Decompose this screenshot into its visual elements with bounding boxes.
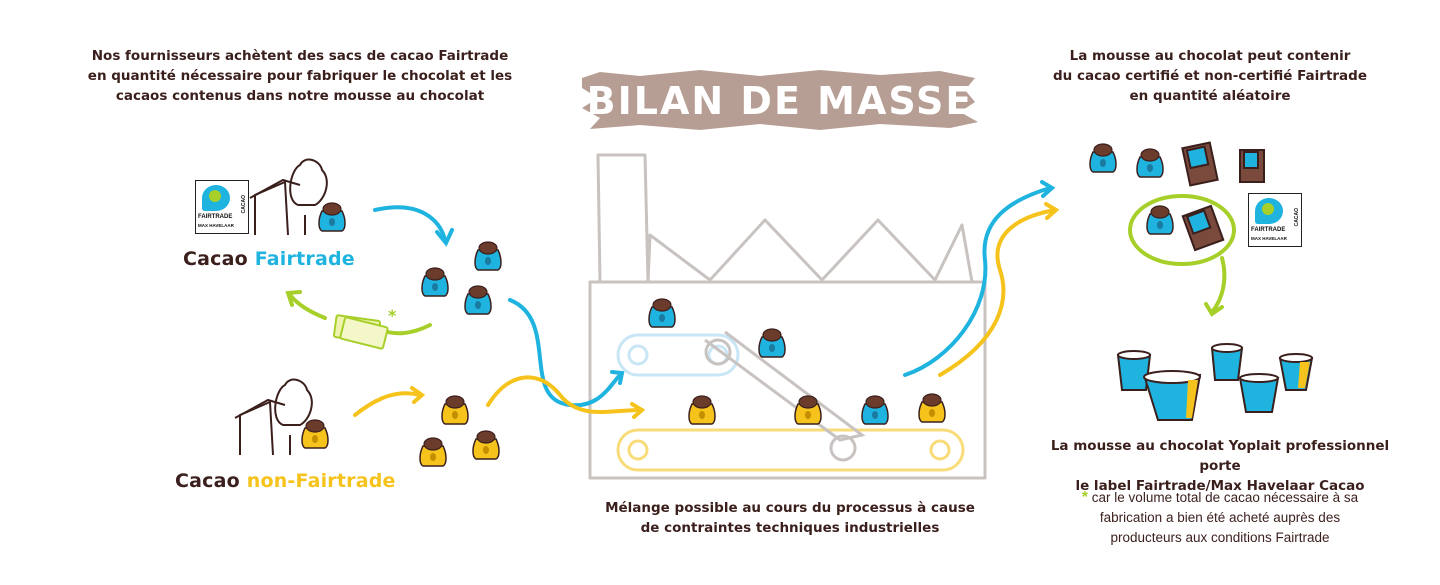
farm-fairtrade	[249, 158, 328, 236]
result-title: La mousse au chocolat Yoplait profession…	[1030, 436, 1410, 496]
text-line: Nos fournisseurs achètent des sacs de ca…	[91, 48, 509, 64]
badge-side: CACAO	[241, 195, 247, 214]
mousse-cups	[1116, 343, 1314, 421]
sack-yellow	[441, 395, 469, 425]
sack-blue	[1089, 143, 1117, 173]
sack-blue	[861, 395, 889, 425]
sack-yellow	[918, 393, 946, 423]
money-bills	[332, 314, 389, 350]
sack-blue	[1136, 148, 1164, 178]
label-cacao-fairtrade: Cacao Fairtrade	[183, 248, 355, 270]
text-line: de contraintes techniques industrielles	[640, 520, 940, 536]
sack-blue	[421, 267, 449, 297]
sack-blue	[474, 241, 502, 271]
conveyor-belts	[616, 330, 965, 472]
text-line: La mousse au chocolat peut contenir	[1069, 48, 1351, 64]
text-line: du cacao certifié et non-certifié Fairtr…	[1053, 68, 1367, 84]
badge-sub: MAX HAVELAAR	[1251, 236, 1287, 241]
badge-side: CACAO	[1294, 208, 1300, 227]
page-title: BILAN DE MASSE	[586, 79, 974, 123]
sack-yellow	[419, 437, 447, 467]
title-banner-shape	[582, 70, 978, 130]
badge-brand: FAIRTRADE	[198, 214, 233, 220]
sack-blue	[1146, 205, 1174, 235]
label-prefix: Cacao	[175, 470, 247, 492]
fairtrade-badge-right: FAIRTRADE MAX HAVELAAR CACAO	[1248, 193, 1302, 247]
sack-yellow	[472, 430, 500, 460]
text-line: producteurs aux conditions Fairtrade	[1110, 530, 1330, 545]
top-left-text: Nos fournisseurs achètent des sacs de ca…	[60, 46, 540, 106]
sack-blue	[648, 298, 676, 328]
text-line: La mousse au chocolat Yoplait profession…	[1050, 438, 1390, 474]
text-line: en quantité nécessaire pour fabriquer le…	[87, 68, 513, 84]
label-cacao-non-fairtrade: Cacao non-Fairtrade	[175, 470, 396, 492]
sack-yellow	[794, 395, 822, 425]
text-line: cacaos contenus dans notre mousse au cho…	[115, 88, 485, 104]
farm-non-fairtrade	[234, 378, 313, 456]
sack-yellow	[301, 419, 329, 449]
fairtrade-badge-left: FAIRTRADE MAX HAVELAAR CACAO	[195, 180, 249, 234]
text-line: le label Fairtrade/Max Havelaar Cacao	[1075, 478, 1365, 494]
badge-brand: FAIRTRADE	[1251, 227, 1286, 233]
sack-yellow	[688, 395, 716, 425]
label-prefix: Cacao	[183, 248, 255, 270]
sack-blue	[758, 328, 786, 358]
badge-sub: MAX HAVELAAR	[198, 223, 234, 228]
flow-arrows	[285, 180, 1236, 419]
money-star: *	[388, 306, 397, 325]
text-line: car le volume total de cacao nécessaire …	[1091, 490, 1359, 505]
text-line: Mélange possible au cours du processus à…	[605, 500, 975, 516]
chocolate-bars	[1181, 141, 1265, 252]
label-highlight: non-Fairtrade	[246, 470, 396, 492]
sack-blue	[464, 285, 492, 315]
factory-caption: Mélange possible au cours du processus à…	[585, 498, 995, 538]
footnote: * car le volume total de cacao nécessair…	[1040, 488, 1400, 548]
label-highlight: Fairtrade	[254, 248, 355, 270]
text-line: fabrication a bien été acheté auprès des	[1099, 510, 1341, 525]
text-line: en quantité aléatoire	[1129, 88, 1291, 104]
sack-blue	[318, 202, 346, 232]
top-right-text: La mousse au chocolat peut contenir du c…	[1030, 46, 1390, 106]
footnote-star: *	[1081, 489, 1089, 506]
